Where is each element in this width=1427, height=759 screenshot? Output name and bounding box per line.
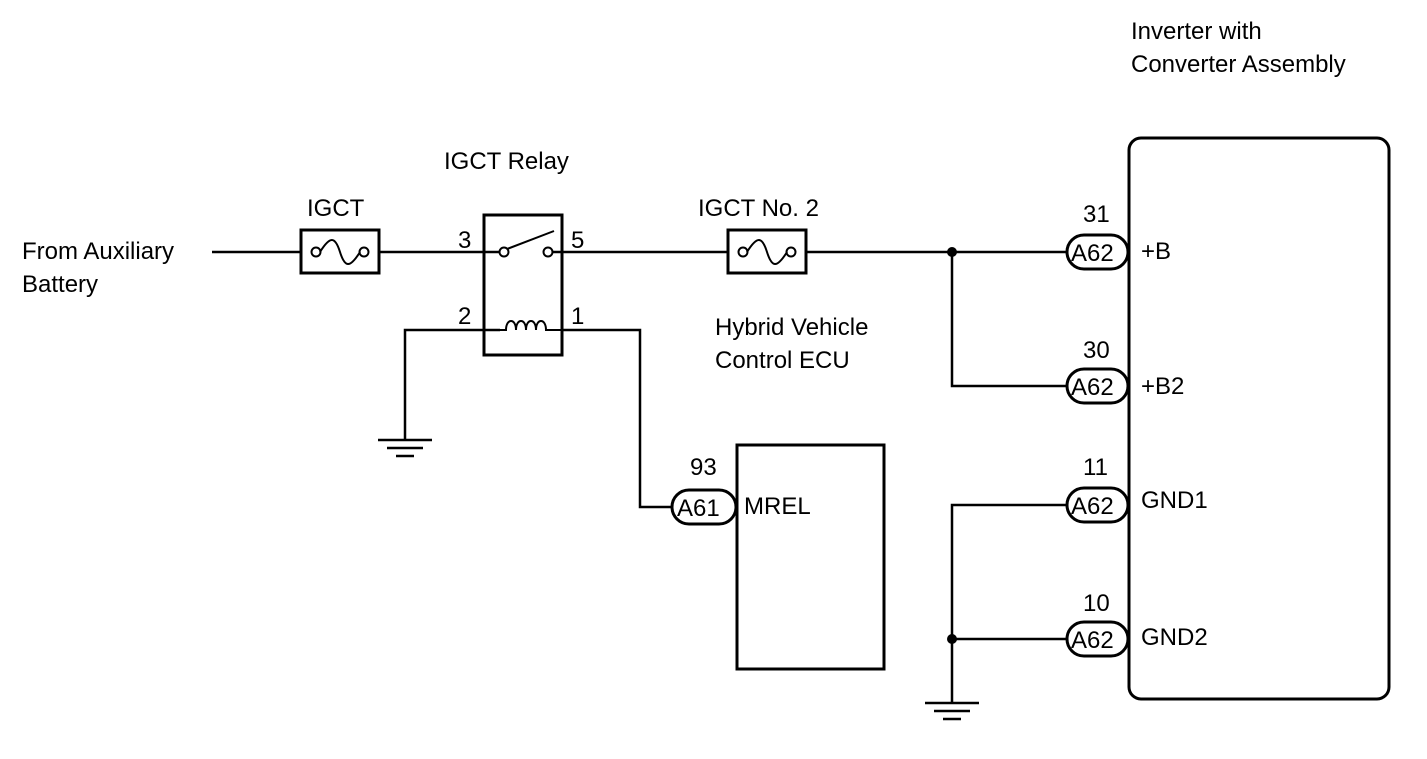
connector-a62-gnd1: A62 [1065,486,1130,524]
wire-junction-to-inverter-b2 [950,252,1067,388]
connector-a61: A61 [670,488,738,526]
wire-relay-coil-to-mrel [562,328,672,509]
inverter-terminal-b: +B [1141,238,1171,265]
inverter-label-line2: Converter Assembly [1131,51,1346,78]
connector-a61-label: A61 [677,495,720,522]
igct-fuse-icon [299,228,381,275]
inverter-pin-30: 30 [1083,337,1110,364]
inverter-terminal-b2: +B2 [1141,373,1184,400]
connector-a62-b2: A62 [1065,367,1130,405]
hv-ecu-label-line2: Control ECU [715,347,850,374]
wire-gnd1-to-ground [950,503,1067,703]
inverter-terminal-gnd1: GND1 [1141,487,1208,514]
inverter-pin-11: 11 [1083,454,1108,481]
igct-relay-icon [482,213,564,357]
igct-relay-title: IGCT Relay [444,148,569,175]
relay-pin-3: 3 [458,227,471,254]
hv-ecu-pin-number: 93 [690,454,717,481]
inverter-box [1127,136,1391,701]
igct-fuse-label: IGCT [307,195,365,222]
relay-pin-1: 1 [571,303,584,330]
hv-ecu-label-line1: Hybrid Vehicle [715,314,868,341]
inverter-pin-31: 31 [1083,201,1110,228]
igct-no2-fuse-icon [726,228,808,275]
igct-no2-fuse-label: IGCT No. 2 [698,195,819,222]
battery-source-label: From Auxiliary Battery [22,238,174,298]
wire-relay-coil-to-ground [403,328,500,440]
connector-a62-b-label: A62 [1071,240,1114,267]
ground-symbol-icon [378,438,432,458]
hv-ecu-terminal-mrel: MREL [744,493,811,520]
relay-pin-2: 2 [458,303,471,330]
source-label-line2: Battery [22,271,98,298]
inverter-pin-10: 10 [1083,590,1110,617]
connector-a62-gnd2: A62 [1065,620,1130,658]
inverter-label-line1: Inverter with [1131,18,1262,45]
hv-ecu-box [735,443,886,671]
relay-pin-5: 5 [571,227,584,254]
ground-symbol-icon [925,701,979,721]
connector-a62-b: A62 [1065,233,1130,271]
junction-gnd [947,634,957,644]
connector-a62-b2-label: A62 [1071,374,1114,401]
source-label-line1: From Auxiliary [22,238,174,265]
inverter-terminal-gnd2: GND2 [1141,624,1208,651]
connector-a62-gnd2-label: A62 [1071,627,1114,654]
connector-a62-gnd1-label: A62 [1071,493,1114,520]
